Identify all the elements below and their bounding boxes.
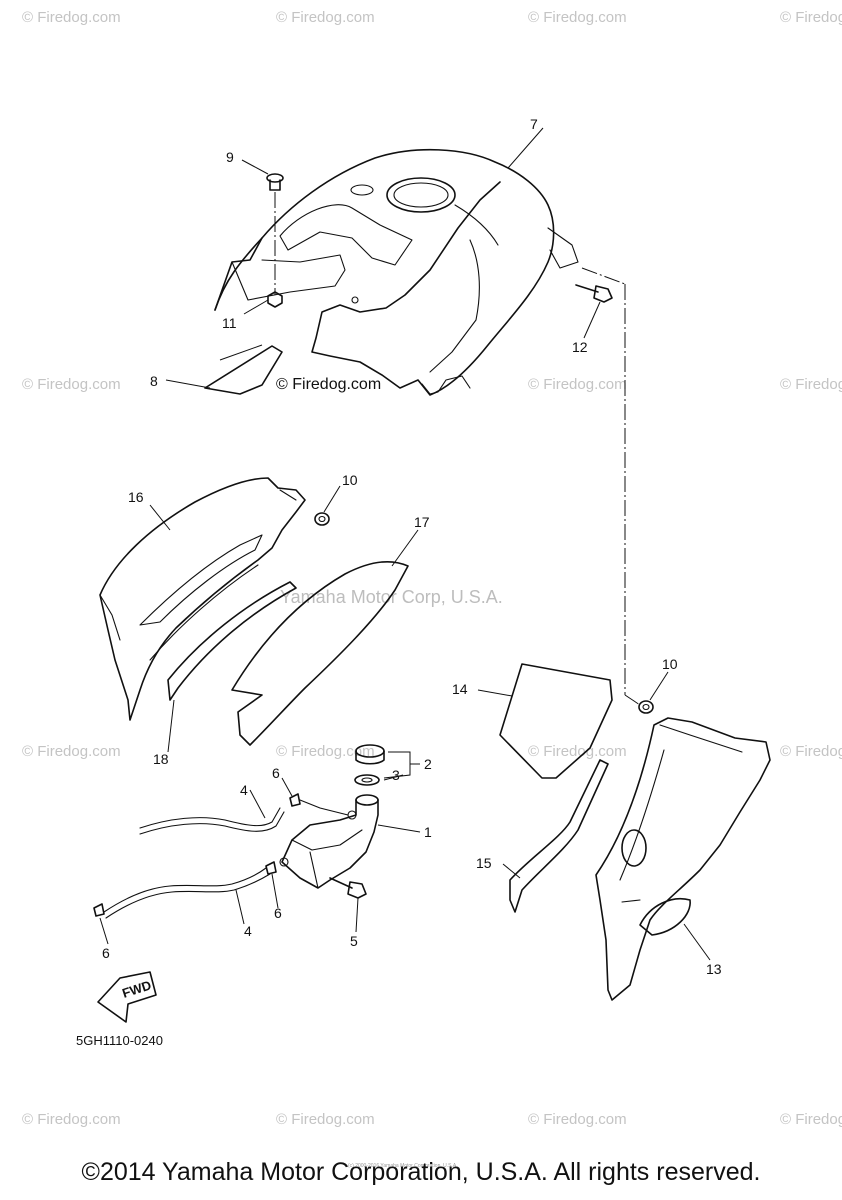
watermark-row3-center-left: © Firedog.com [276, 743, 375, 760]
callout-3: 3 [392, 767, 400, 783]
part-6-clamp-middle [265, 861, 277, 875]
watermark-row2-right: © Firedog.com [780, 376, 842, 393]
part-2-cap [355, 744, 385, 765]
part-4-hose-upper [139, 799, 349, 835]
callout-1: 1 [424, 824, 432, 840]
watermark-row3-right: © Firedog.com [780, 743, 842, 760]
watermark-row3-center-right: © Firedog.com [528, 743, 627, 760]
callout-14: 14 [452, 681, 468, 697]
fine-print: (c) 2000-2016 Yamaha Motor Corporation, … [348, 1163, 458, 1169]
part-3-gasket [354, 774, 380, 786]
assembly-line-lower [624, 694, 641, 706]
fwd-arrow-icon: FWD [97, 971, 157, 1023]
watermark-top-left: © Firedog.com [22, 9, 121, 26]
watermark-bottom-right: © Firedog.com [780, 1111, 842, 1128]
callout-18: 18 [153, 751, 169, 767]
watermark-bottom-center-left: © Firedog.com [276, 1111, 375, 1128]
watermark-top-right: © Firedog.com [780, 9, 842, 26]
watermark-top-center-left: © Firedog.com [276, 9, 375, 26]
callout-6-middle: 6 [274, 905, 282, 921]
part-10-grommet-upper [314, 512, 330, 526]
leader-lines [99, 127, 711, 961]
watermark-bottom-center-right: © Firedog.com [528, 1111, 627, 1128]
callout-6-lower: 6 [102, 945, 110, 961]
part-12-bolt [575, 284, 613, 303]
watermark-row2-center-left: © Firedog.com [276, 376, 381, 393]
callout-17: 17 [414, 514, 430, 530]
part-6-clamp-lower [93, 903, 105, 917]
part-7-tank-cover [214, 148, 579, 396]
diagram-code: 5GH1110-0240 [76, 1033, 163, 1048]
part-9-screw [266, 173, 284, 295]
callout-9: 9 [226, 149, 234, 165]
callout-16: 16 [128, 489, 144, 505]
watermark-row2-center-right: © Firedog.com [528, 376, 627, 393]
part-5-bolt [329, 877, 367, 899]
callout-7: 7 [530, 116, 538, 132]
part-10-grommet-lower [638, 700, 654, 714]
part-14-panel [499, 663, 613, 779]
watermark-yamaha-corp: Yamaha Motor Corp, U.S.A. [280, 587, 503, 607]
part-18-seal-strip-left [167, 581, 297, 701]
assembly-line [581, 267, 626, 285]
callout-8: 8 [150, 373, 158, 389]
callout-10-upper: 10 [342, 472, 358, 488]
callout-11: 11 [222, 315, 237, 331]
callout-4-lower: 4 [244, 923, 252, 939]
callout-5: 5 [350, 933, 358, 949]
callout-4-upper: 4 [240, 782, 248, 798]
part-1-reservoir [279, 794, 379, 889]
part-6-clamp-upper [289, 793, 301, 807]
part-4-hose-lower [103, 867, 271, 919]
part-13-side-cover-right [595, 717, 771, 1001]
part-15-seal-strip-right [509, 759, 609, 913]
part-17-pad [231, 561, 409, 746]
watermark-bottom-left: © Firedog.com [22, 1111, 121, 1128]
callout-12: 12 [572, 339, 588, 355]
callout-15: 15 [476, 855, 492, 871]
callout-6-upper: 6 [272, 765, 280, 781]
part-8-emblem [204, 344, 283, 395]
copyright-footer: ©2014 Yamaha Motor Corporation, U.S.A. A… [81, 1158, 761, 1186]
watermark-row3-left: © Firedog.com [22, 743, 121, 760]
part-16-side-cover-left [99, 477, 306, 721]
watermark-row2-left: © Firedog.com [22, 376, 121, 393]
callout-10-lower: 10 [662, 656, 678, 672]
callout-2: 2 [424, 756, 432, 772]
callout-13: 13 [706, 961, 722, 977]
part-11-nut [267, 291, 283, 308]
watermark-top-center-right: © Firedog.com [528, 9, 627, 26]
